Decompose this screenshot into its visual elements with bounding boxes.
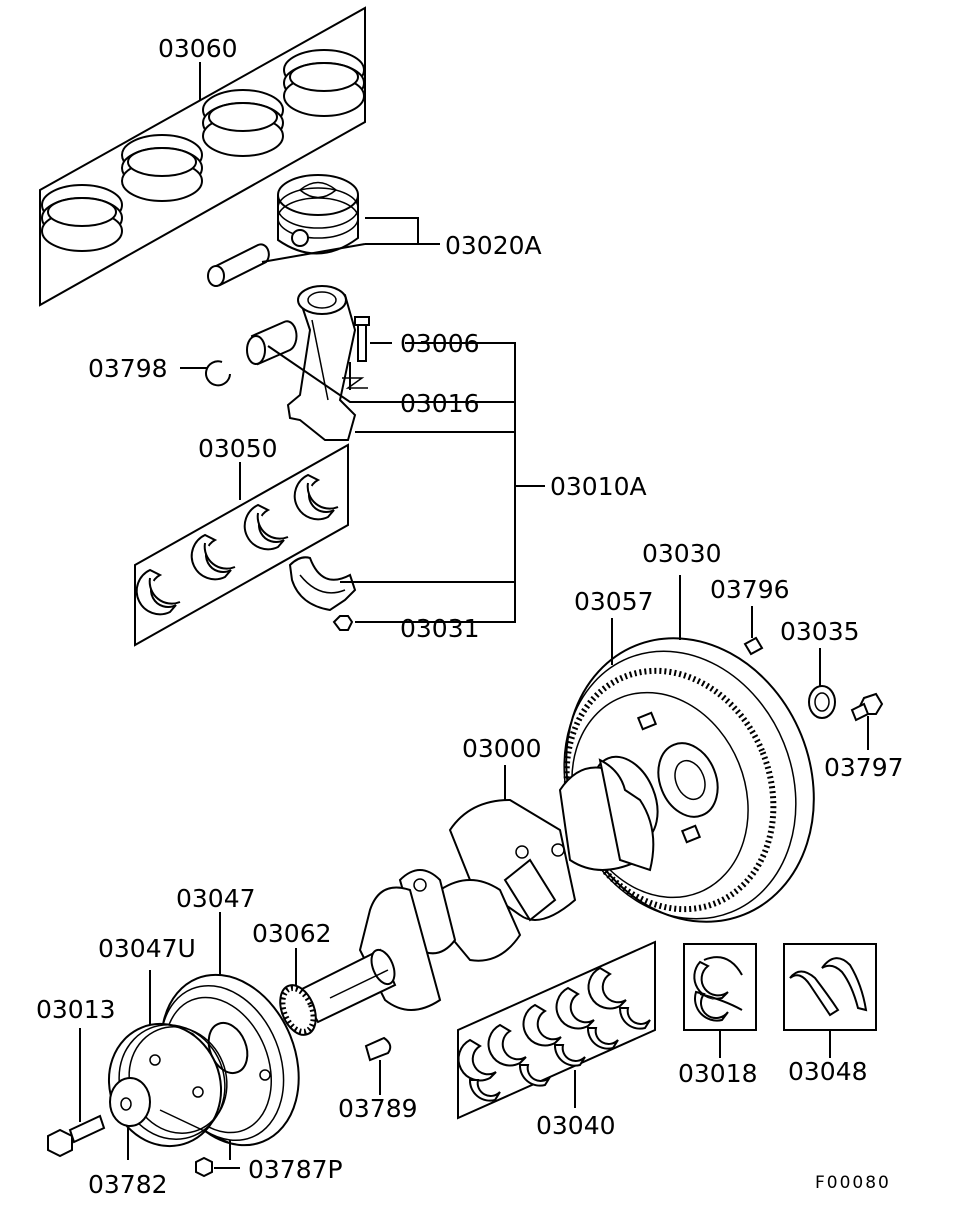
label-03057: 03057 bbox=[574, 587, 654, 616]
main-bearing-set bbox=[457, 940, 656, 1120]
label-03020A: 03020A bbox=[445, 231, 542, 260]
connecting-rod-bushing bbox=[246, 320, 298, 366]
label-03030: 03030 bbox=[642, 539, 722, 568]
pulley-washer bbox=[109, 1077, 151, 1127]
label-03040: 03040 bbox=[536, 1111, 616, 1140]
pulley-small-bolt bbox=[195, 1156, 213, 1178]
rod-bearing-set bbox=[134, 443, 349, 647]
label-03789: 03789 bbox=[338, 1094, 418, 1123]
label-03035: 03035 bbox=[780, 617, 860, 646]
label-03000: 03000 bbox=[462, 734, 542, 763]
connecting-rod-cap bbox=[288, 556, 357, 612]
crankshaft-sprocket bbox=[279, 984, 317, 1036]
label-03797: 03797 bbox=[824, 753, 904, 782]
crankshaft bbox=[298, 755, 659, 1024]
thrust-washer-set bbox=[783, 943, 877, 1031]
snap-ring bbox=[205, 360, 231, 387]
label-03798: 03798 bbox=[88, 354, 168, 383]
piston bbox=[277, 174, 359, 255]
connecting-rod bbox=[286, 285, 357, 441]
label-03047U: 03047U bbox=[98, 934, 196, 963]
label-03016: 03016 bbox=[400, 389, 480, 418]
label-03010A: 03010A bbox=[550, 472, 647, 501]
label-03062: 03062 bbox=[252, 919, 332, 948]
woodruff-key bbox=[364, 1036, 392, 1062]
pilot-bearing bbox=[808, 685, 836, 719]
piston-pin bbox=[207, 243, 270, 287]
pulley-bolt bbox=[47, 1114, 106, 1158]
label-03031: 03031 bbox=[400, 614, 480, 643]
label-03050: 03050 bbox=[198, 434, 278, 463]
piston-ring-set bbox=[39, 6, 366, 307]
label-03047: 03047 bbox=[176, 884, 256, 913]
label-03006: 03006 bbox=[400, 329, 480, 358]
rod-nut bbox=[332, 615, 354, 631]
label-03018: 03018 bbox=[678, 1059, 758, 1088]
label-03796: 03796 bbox=[710, 575, 790, 604]
label-03787P: 03787P bbox=[248, 1155, 343, 1184]
figure-code: F00080 bbox=[815, 1173, 891, 1193]
thrust-bearing-set bbox=[683, 943, 757, 1031]
label-03013: 03013 bbox=[36, 995, 116, 1024]
label-03048: 03048 bbox=[788, 1057, 868, 1086]
flywheel-bolt bbox=[850, 692, 884, 722]
label-03060: 03060 bbox=[158, 34, 238, 63]
label-03782: 03782 bbox=[88, 1170, 168, 1199]
dowel-pin bbox=[743, 636, 764, 656]
rod-bolt bbox=[354, 316, 370, 362]
